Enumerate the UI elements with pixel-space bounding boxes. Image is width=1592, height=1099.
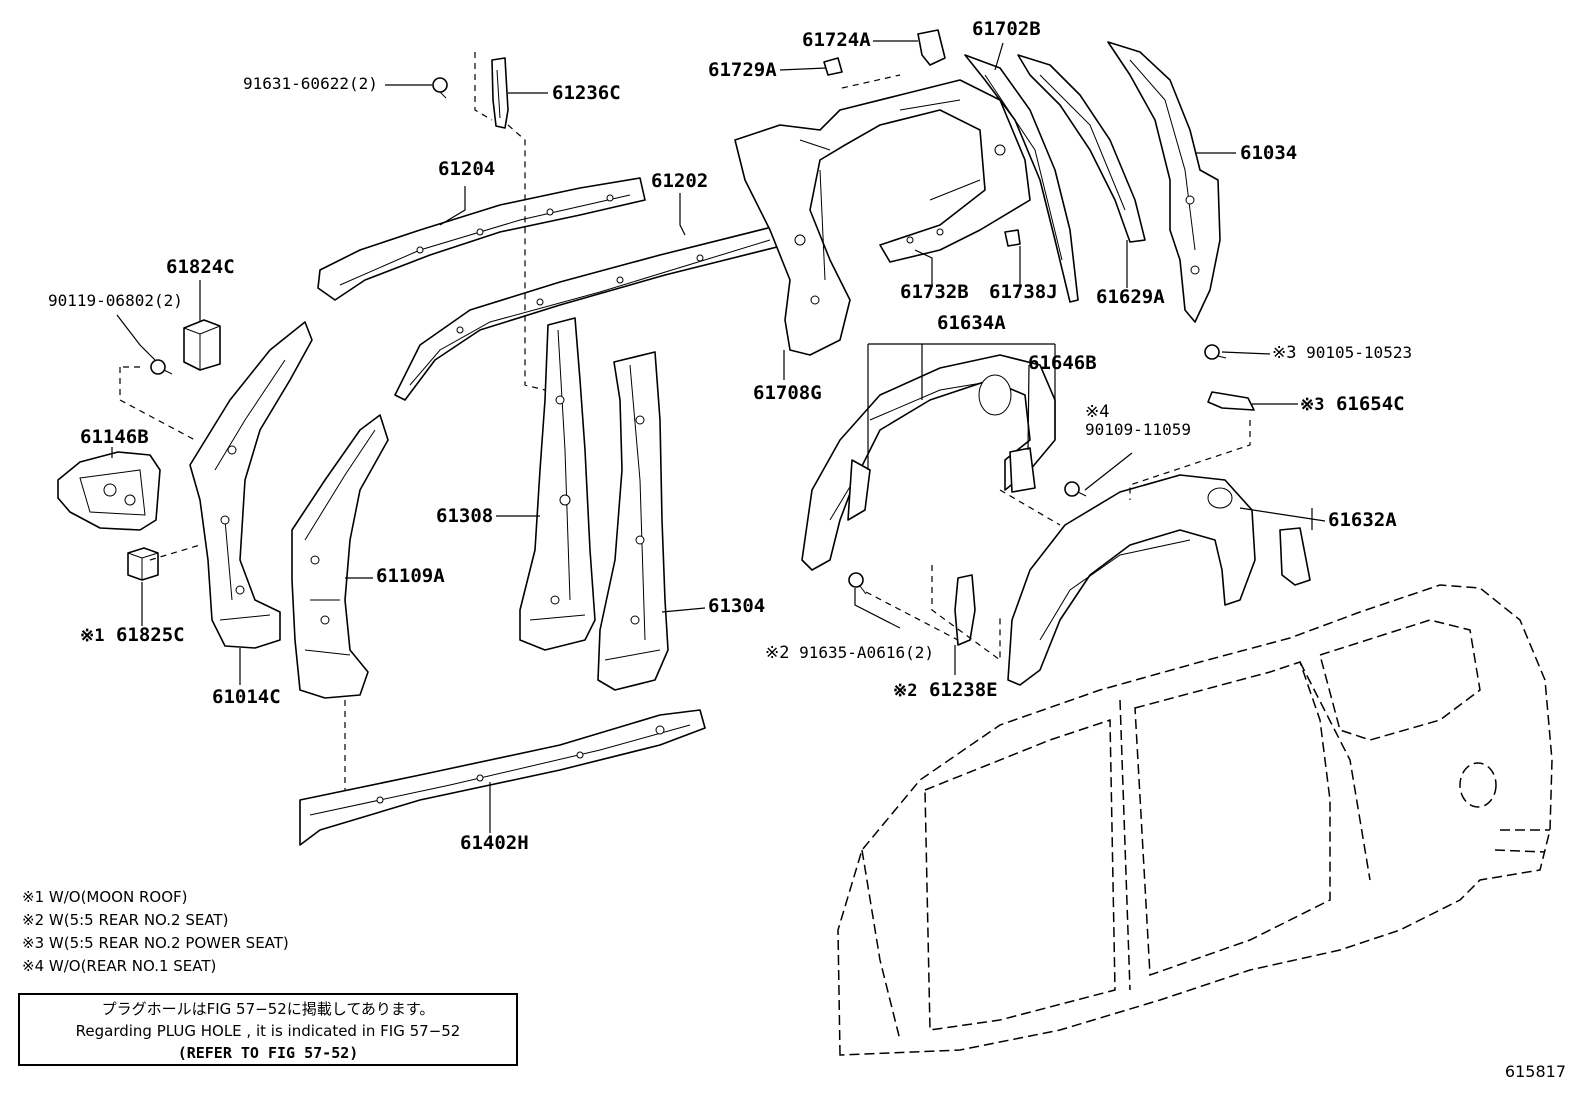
dashed-connection-lines (119, 52, 1251, 790)
bolt-90119-06802 (150, 359, 173, 375)
note-marker: ※4 (1085, 402, 1110, 422)
part-61729A-clip (823, 57, 843, 76)
part-number: 90105-10523 (1306, 343, 1413, 362)
part-61724A-bracket (917, 29, 946, 66)
leader-lines (111, 40, 1326, 833)
note-marker: ※2 (765, 643, 790, 663)
part-label: 61236C (552, 82, 621, 104)
part-label: 61732B (900, 281, 969, 303)
reference-line-english: Regarding PLUG HOLE , it is indicated in… (75, 1022, 461, 1040)
part-61146B-panel (57, 451, 161, 531)
part-61629A-pillar (1017, 54, 1146, 243)
part-label: ※3 61654C (1300, 395, 1405, 414)
plug-hole-reference-box: プラグホールはFIG 57−52に掲載してあります。 Regarding PLU… (18, 993, 518, 1066)
part-label: 61308 (436, 505, 494, 527)
part-61824C-block (183, 319, 221, 371)
part-label: 61708G (753, 382, 822, 404)
part-61014C-front-pillar (189, 321, 313, 649)
footnote: ※2 W(5:5 REAR NO.2 SEAT) (22, 911, 229, 929)
bolt-90105-10523 (1204, 344, 1227, 360)
reference-line-japanese: プラグホールはFIG 57−52に掲載してあります。 (101, 1000, 435, 1018)
part-label: ※3 90105-10523 (1272, 345, 1412, 362)
part-61202-roof-rail-inner (394, 224, 786, 401)
footnote: ※1 W/O(MOON ROOF) (22, 888, 188, 906)
bolt-fasteners (150, 77, 1227, 595)
part-61702B-pillar (964, 54, 1079, 303)
part-label: 61014C (212, 686, 281, 708)
part-label: 91631-60622(2) (243, 74, 378, 93)
part-label: 61824C (166, 256, 235, 278)
part-61204-roof-rail-outer (317, 177, 646, 301)
part-label: 61632A (1328, 509, 1397, 531)
part-label: ※2 61238E (893, 681, 998, 700)
part-61654C-bracket (1207, 391, 1255, 411)
note-marker: ※3 (1272, 343, 1297, 363)
bolt-91631-60622 (432, 77, 448, 99)
part-61646B-bracket (1009, 447, 1036, 493)
part-label: 61202 (651, 170, 709, 192)
part-61634A-wheelhouse-inner (801, 354, 1056, 571)
part-number: 61654C (1335, 393, 1405, 415)
part-label: 61738J (989, 281, 1058, 303)
part-label: 61146B (80, 426, 149, 448)
part-label: 61034 (1240, 142, 1298, 164)
part-label: ※2 91635-A0616(2) (765, 645, 934, 662)
part-label: 61646B (1028, 352, 1097, 374)
part-61308-center-pillar (519, 317, 596, 651)
part-label: 61204 (438, 158, 496, 180)
part-61109A-front-pillar-inner (291, 414, 389, 699)
part-label: 90119-06802(2) (48, 291, 183, 310)
part-label: 61304 (708, 595, 766, 617)
part-61402H-rocker (299, 709, 706, 846)
body-side-outline (837, 584, 1553, 1056)
reference-line-refer: (REFER TO FIG 57-52) (177, 1044, 359, 1062)
part-label: 61402H (460, 832, 529, 854)
footnotes: ※1 W/O(MOON ROOF) ※2 W(5:5 REAR NO.2 SEA… (22, 886, 289, 978)
part-61708G-quarter-inner (734, 79, 1031, 356)
part-61236C-bracket (491, 57, 509, 129)
note-marker: ※3 (1300, 395, 1325, 415)
note-marker: ※1 (80, 626, 105, 646)
part-label: 61634A (937, 312, 1006, 334)
part-61632A-wheelhouse-outer (1007, 474, 1311, 686)
part-label: ※1 61825C (80, 626, 185, 645)
part-label: 61702B (972, 18, 1041, 40)
part-61738J-clip (1004, 229, 1021, 247)
note-marker: ※2 (893, 681, 918, 701)
bolt-90109-11059 (1064, 481, 1087, 497)
footnote: ※4 W/O(REAR NO.1 SEAT) (22, 957, 217, 975)
bolt-91635-A0616 (848, 572, 867, 595)
part-61034-quarter-pillar (1107, 41, 1221, 323)
part-label: 61629A (1096, 286, 1165, 308)
part-61238E-bracket (954, 574, 976, 646)
part-61304-center-pillar-inner (597, 351, 669, 691)
part-label: 61729A (708, 59, 777, 81)
footnote: ※3 W(5:5 REAR NO.2 POWER SEAT) (22, 934, 289, 952)
part-number: 61825C (115, 624, 185, 646)
part-number: 91635-A0616(2) (799, 643, 934, 662)
part-61825C-block (127, 547, 159, 581)
part-label: 61724A (802, 29, 871, 51)
part-label: 61109A (376, 565, 445, 587)
part-number: 61238E (928, 679, 998, 701)
figure-code: 615817 (1504, 1062, 1566, 1081)
part-number: 90109-11059 (1085, 420, 1191, 439)
